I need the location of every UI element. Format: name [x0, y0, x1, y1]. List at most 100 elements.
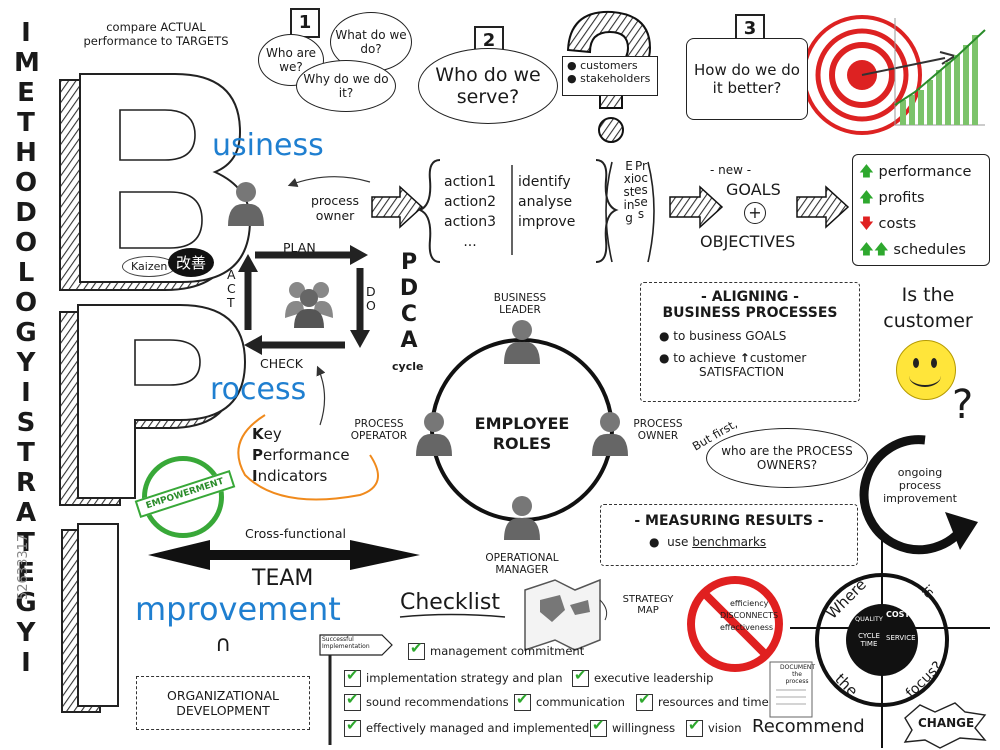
objectives-label: OBJECTIVES — [700, 232, 796, 251]
big-letter-p — [59, 304, 247, 506]
processes-label: Processes — [634, 159, 648, 221]
aligning-item-achieve: to achieve — [673, 351, 736, 365]
goals-label: GOALS — [726, 180, 781, 199]
checkbox-icon — [344, 716, 361, 737]
operational-manager-icon — [502, 494, 542, 546]
step-item: improve — [518, 214, 576, 230]
bubble-who-do-we-serve: Who do we serve? — [418, 48, 558, 124]
operational-manager-label: OPERATIONAL MANAGER — [485, 552, 559, 576]
document-label: DOCUMENT the process — [780, 664, 816, 685]
ongoing-improvement-label: ongoing process improvement — [883, 466, 957, 505]
measuring-panel: - MEASURING RESULTS - ● use benchmarks — [600, 504, 858, 566]
big-letter-b — [59, 73, 252, 291]
target-cost: COST — [886, 610, 910, 619]
smiley-icon — [896, 340, 956, 400]
no-sign-text: efficiency DISCONNECTS effectiveness — [720, 599, 779, 632]
empowerment-stamp: EMPOWERMENT — [134, 456, 236, 538]
aligning-item-goals: to business GOALS — [673, 329, 787, 343]
actions-list: action1 action2 action3 ... — [444, 172, 496, 252]
checkbox-icon — [514, 690, 531, 711]
down-arrow-icon: 🡇 — [859, 216, 874, 232]
stock-watermark: 52633317 — [16, 533, 31, 600]
process-owner-person-icon — [226, 180, 266, 232]
target-quality: QUALITY — [855, 615, 883, 623]
is-the-customer: Is the customer — [883, 284, 973, 332]
compare-note: compare ACTUAL performance to TARGETS — [70, 14, 242, 54]
up-arrow-icon: ↑ — [739, 351, 750, 365]
pdca-cycle-label: cycle — [392, 360, 424, 373]
action-item: ... — [463, 234, 477, 250]
action-item: action1 — [444, 174, 497, 190]
checklist-item: implementation strategy and plan — [344, 666, 563, 687]
action-item: action2 — [444, 194, 497, 210]
change-burst — [903, 702, 987, 749]
serve-customers: customers — [580, 59, 638, 72]
aligning-satisfaction: SATISFACTION — [699, 365, 785, 379]
team-label: TEAM — [252, 566, 314, 591]
business-leader-icon — [502, 318, 542, 370]
signpost-icon — [319, 634, 393, 745]
aligning-panel: - ALIGNING - BUSINESS PROCESSES ● to bus… — [640, 282, 860, 402]
no-disconnects-sign — [687, 576, 783, 672]
pdca-act: ACT — [227, 267, 236, 310]
action-item: action3 — [444, 214, 497, 230]
step-item: identify — [518, 174, 571, 190]
kpi-text: Key Performance Indicators — [252, 425, 350, 485]
ongoing-improvement-arrow — [859, 435, 978, 555]
question-mark-small: ? — [952, 382, 974, 428]
pdca-letters: PDCA — [399, 250, 419, 353]
process-owner-role-icon — [590, 410, 630, 462]
checkbox-icon — [344, 666, 361, 687]
steps-list: identify analyse improve — [518, 172, 575, 232]
employee-roles-title: EMPLOYEE ROLES — [474, 414, 570, 453]
checklist-item: executive leadership — [572, 666, 713, 687]
up-arrow-icon: 🡅 — [859, 190, 874, 206]
result-row: 🡅 profits — [859, 190, 925, 206]
pdca-do: DO — [366, 284, 376, 313]
strategy-map-icon — [524, 578, 608, 652]
heading-business: usiness — [212, 128, 324, 163]
process-owner-label: process owner — [310, 193, 360, 223]
new-label: - new - — [710, 163, 752, 177]
checklist-item: vision — [686, 716, 742, 737]
flow-arrows — [371, 185, 850, 229]
target-icon — [802, 15, 958, 135]
process-owner-role-label: PROCESS OWNER — [633, 418, 683, 442]
heading-improvement: mprovement — [135, 590, 341, 628]
kaizen-kanji: 改善 — [168, 248, 215, 277]
aligning-subtitle: BUSINESS PROCESSES — [662, 305, 838, 321]
checklist-item: communication — [514, 690, 625, 711]
plus-icon: + — [744, 202, 766, 224]
document-icon — [769, 661, 813, 718]
serve-stakeholders: stakeholders — [580, 72, 651, 85]
up-arrow-icon: 🡅 — [859, 164, 874, 180]
result-row: 🡅🡅 schedules — [859, 242, 966, 258]
double-up-arrow-icon: 🡅🡅 — [859, 242, 889, 258]
aligning-title: - ALIGNING - — [701, 289, 799, 305]
pdca-plan: PLAN — [283, 240, 316, 255]
measuring-title: - MEASURING RESULTS - — [634, 513, 824, 529]
business-leader-label: BUSINESS LEADER — [493, 292, 547, 316]
heading-process: rocess — [210, 372, 307, 407]
checkbox-icon — [636, 690, 653, 711]
checkbox-icon — [408, 639, 425, 660]
target-service: SERVICE — [886, 634, 916, 642]
checkbox-icon — [572, 666, 589, 687]
successful-implementation-label: Successful Implementation — [322, 636, 370, 650]
growth-chart-icon — [894, 18, 986, 126]
big-letter-i — [61, 523, 119, 713]
results-panel: 🡅 performance 🡅 profits 🡇 costs 🡅🡅 sched… — [852, 154, 990, 266]
process-operator-icon — [414, 410, 454, 462]
pdca-cycle — [244, 251, 364, 349]
bubble-who-owners: who are the PROCESS OWNERS? — [706, 428, 868, 488]
checkbox-icon — [590, 716, 607, 737]
checkbox-icon — [686, 716, 703, 737]
cross-functional-arrow — [148, 540, 420, 570]
target-cycle-time: CYCLE TIME — [858, 632, 880, 648]
checklist-title: Checklist — [400, 590, 500, 615]
org-dev-box: ORGANIZATIONAL DEVELOPMENT — [136, 676, 310, 730]
focus-target — [790, 530, 990, 748]
pdca-check: CHECK — [260, 356, 303, 371]
checklist-item: resources and time — [636, 690, 769, 711]
